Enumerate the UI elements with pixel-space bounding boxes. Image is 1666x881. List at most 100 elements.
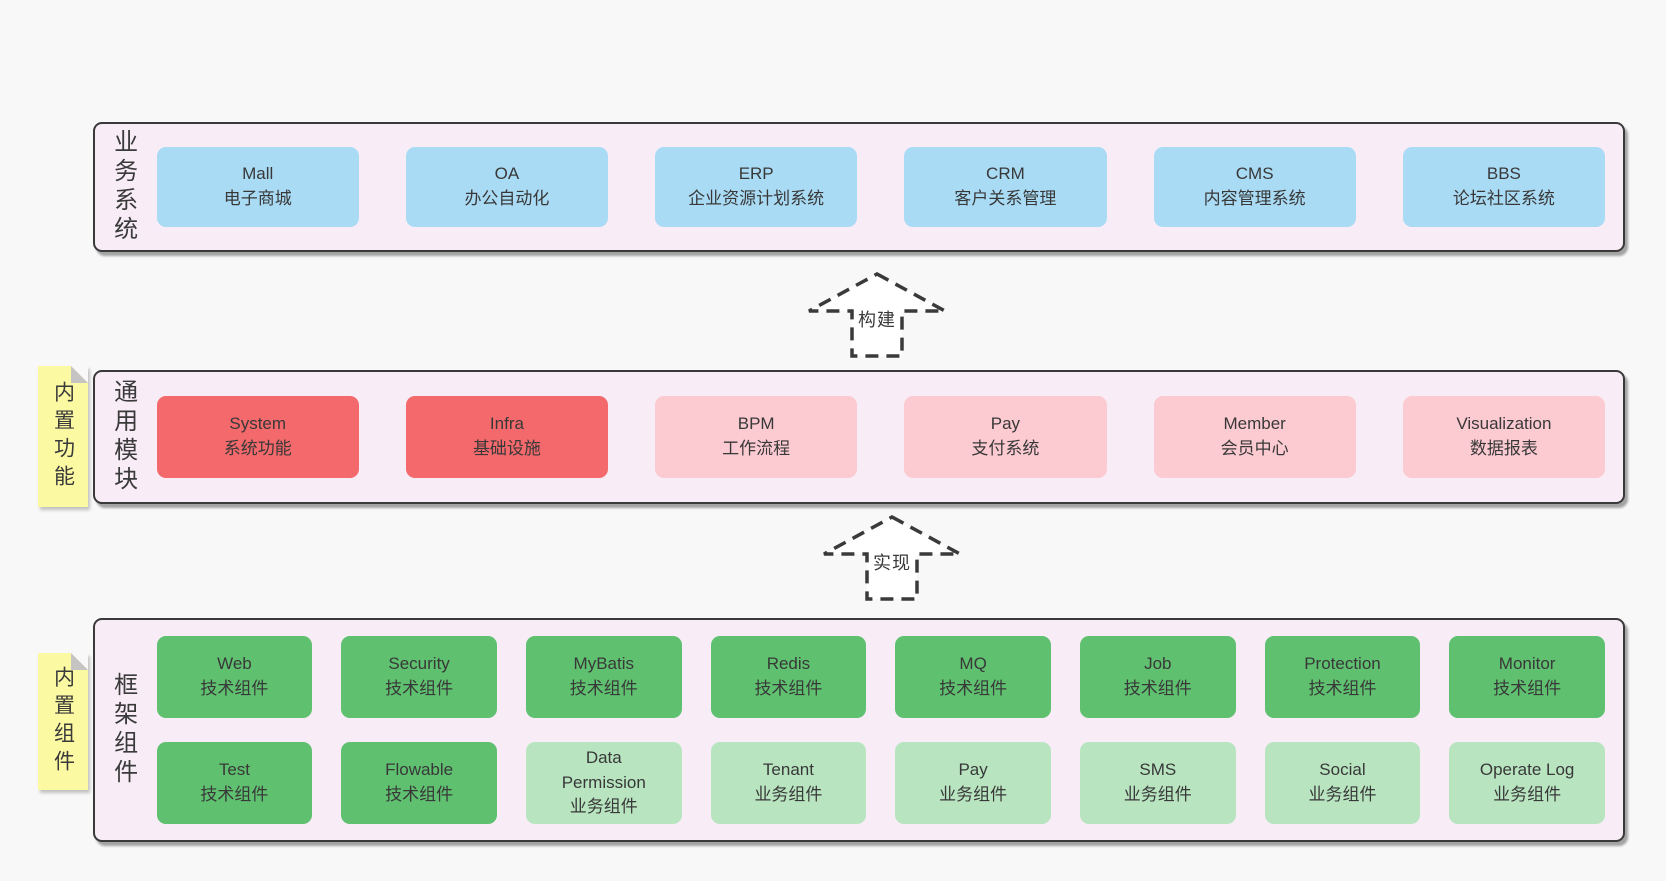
- box-title: Social: [1319, 760, 1366, 780]
- box-title: Test: [218, 760, 251, 780]
- business-box-row: Mall 电子商城 OA 办公自动化 ERP 企业资源计划系统 CRM 客户关系…: [156, 147, 1605, 227]
- box-title: Security: [388, 654, 450, 674]
- box-title: Data Permission: [561, 748, 646, 792]
- panel-business-systems: 业务系统 Mall 电子商城 OA 办公自动化 ERP 企业资源计划系统 CRM…: [93, 122, 1625, 252]
- arrow-implement: 实现: [821, 513, 963, 603]
- box-title: BBS: [1486, 164, 1521, 184]
- panel-rows: Web 技术组件 Security 技术组件 MyBatis 技术组件 Redi…: [156, 636, 1605, 824]
- box-security: Security 技术组件: [341, 636, 497, 718]
- box-subtitle: 技术组件: [754, 679, 823, 698]
- box-title: Job: [1144, 654, 1172, 674]
- arrow-build: 构建: [806, 270, 948, 360]
- box-social: Social 业务组件: [1264, 742, 1421, 824]
- box-bbs: BBS 论坛社区系统: [1402, 147, 1605, 227]
- box-web: Web 技术组件: [156, 636, 313, 718]
- box-tenant: Tenant 业务组件: [710, 742, 867, 824]
- box-title: System: [229, 414, 287, 434]
- box-title: Monitor: [1498, 654, 1556, 674]
- box-mq: MQ 技术组件: [895, 636, 1051, 718]
- box-subtitle: 技术组件: [385, 785, 454, 804]
- box-title: Member: [1223, 414, 1286, 434]
- box-subtitle: 技术组件: [1123, 679, 1192, 698]
- box-subtitle: 业务组件: [939, 785, 1008, 804]
- box-infra: Infra 基础设施: [405, 396, 609, 478]
- box-title: CRM: [986, 164, 1025, 184]
- box-pay-module: Pay 支付系统: [904, 396, 1107, 478]
- box-bpm: BPM 工作流程: [655, 396, 858, 478]
- box-crm: CRM 客户关系管理: [904, 147, 1107, 227]
- box-title: Pay: [990, 414, 1021, 434]
- box-subtitle: 业务组件: [1308, 785, 1377, 804]
- box-job: Job 技术组件: [1079, 636, 1236, 718]
- box-subtitle: 技术组件: [200, 679, 269, 698]
- box-sms: SMS 业务组件: [1079, 742, 1236, 824]
- box-cms: CMS 内容管理系统: [1153, 147, 1356, 227]
- panel-side-label-components: 框架组件: [109, 672, 137, 788]
- box-test: Test 技术组件: [156, 742, 313, 824]
- box-title: OA: [494, 164, 520, 184]
- box-subtitle: 技术组件: [1493, 679, 1562, 698]
- box-subtitle: 技术组件: [569, 679, 638, 698]
- panel-side-label-modules: 通用模块: [109, 379, 137, 495]
- box-subtitle: 数据报表: [1469, 439, 1538, 458]
- box-subtitle: 工作流程: [722, 439, 791, 458]
- box-subtitle: 客户关系管理: [954, 189, 1057, 208]
- arrow-implement-label: 实现: [870, 549, 914, 575]
- box-monitor: Monitor 技术组件: [1449, 636, 1605, 718]
- box-title: Redis: [766, 654, 811, 674]
- panel-side-label-business: 业务系统: [109, 129, 137, 245]
- box-title: Flowable: [385, 760, 454, 780]
- box-title: SMS: [1139, 760, 1177, 780]
- box-subtitle: 技术组件: [1308, 679, 1377, 698]
- panel-framework-components: 框架组件 Web 技术组件 Security 技术组件 MyBatis 技术组件…: [93, 618, 1625, 842]
- box-title: Protection: [1304, 654, 1381, 674]
- box-subtitle: 业务组件: [569, 797, 638, 817]
- box-subtitle: 系统功能: [223, 439, 292, 458]
- sticky-note-builtin-components: 内置组件: [38, 653, 88, 790]
- box-subtitle: 内容管理系统: [1203, 189, 1306, 208]
- box-mall: Mall 电子商城: [156, 147, 359, 227]
- panel-rows: Mall 电子商城 OA 办公自动化 ERP 企业资源计划系统 CRM 客户关系…: [156, 147, 1605, 227]
- box-title: BPM: [737, 414, 775, 434]
- box-subtitle: 基础设施: [472, 439, 541, 458]
- box-subtitle: 论坛社区系统: [1452, 189, 1555, 208]
- sticky-label-builtin-components: 内置组件: [51, 665, 75, 778]
- box-title: ERP: [738, 164, 774, 184]
- arrow-build-label: 构建: [855, 306, 899, 332]
- sticky-label-builtin-features: 内置功能: [51, 380, 75, 493]
- box-subtitle: 业务组件: [1123, 785, 1192, 804]
- box-title: Pay: [958, 760, 988, 780]
- box-title: Operate Log: [1479, 760, 1575, 780]
- box-subtitle: 技术组件: [200, 785, 269, 804]
- box-subtitle: 技术组件: [385, 679, 454, 698]
- box-subtitle: 技术组件: [939, 679, 1008, 698]
- box-subtitle: 办公自动化: [464, 189, 550, 208]
- panel-rows: System 系统功能 Infra 基础设施 BPM 工作流程 Pay 支付系统…: [156, 396, 1605, 478]
- components-box-row-2: Test 技术组件 Flowable 技术组件 Data Permission …: [156, 742, 1605, 824]
- sticky-note-builtin-features: 内置功能: [38, 366, 88, 507]
- box-protection: Protection 技术组件: [1264, 636, 1421, 718]
- box-title: Infra: [489, 414, 524, 434]
- box-mybatis: MyBatis 技术组件: [525, 636, 682, 718]
- box-pay-component: Pay 业务组件: [895, 742, 1051, 824]
- box-title: Web: [217, 654, 252, 674]
- box-flowable: Flowable 技术组件: [341, 742, 497, 824]
- box-title: CMS: [1235, 164, 1274, 184]
- box-visualization: Visualization 数据报表: [1402, 396, 1605, 478]
- box-oa: OA 办公自动化: [405, 147, 609, 227]
- panel-common-modules: 通用模块 System 系统功能 Infra 基础设施 BPM 工作流程 Pay…: [93, 370, 1625, 504]
- box-data-permission: Data Permission 业务组件: [525, 742, 682, 824]
- box-member: Member 会员中心: [1153, 396, 1356, 478]
- box-subtitle: 支付系统: [971, 439, 1040, 458]
- box-subtitle: 业务组件: [1493, 785, 1562, 804]
- box-system: System 系统功能: [156, 396, 359, 478]
- box-subtitle: 电子商城: [223, 189, 292, 208]
- box-erp: ERP 企业资源计划系统: [655, 147, 858, 227]
- box-subtitle: 企业资源计划系统: [688, 189, 825, 208]
- box-title: MQ: [959, 654, 987, 674]
- box-redis: Redis 技术组件: [710, 636, 867, 718]
- box-subtitle: 会员中心: [1220, 439, 1289, 458]
- box-title: MyBatis: [573, 654, 634, 674]
- box-title: Tenant: [762, 760, 814, 780]
- box-operate-log: Operate Log 业务组件: [1449, 742, 1605, 824]
